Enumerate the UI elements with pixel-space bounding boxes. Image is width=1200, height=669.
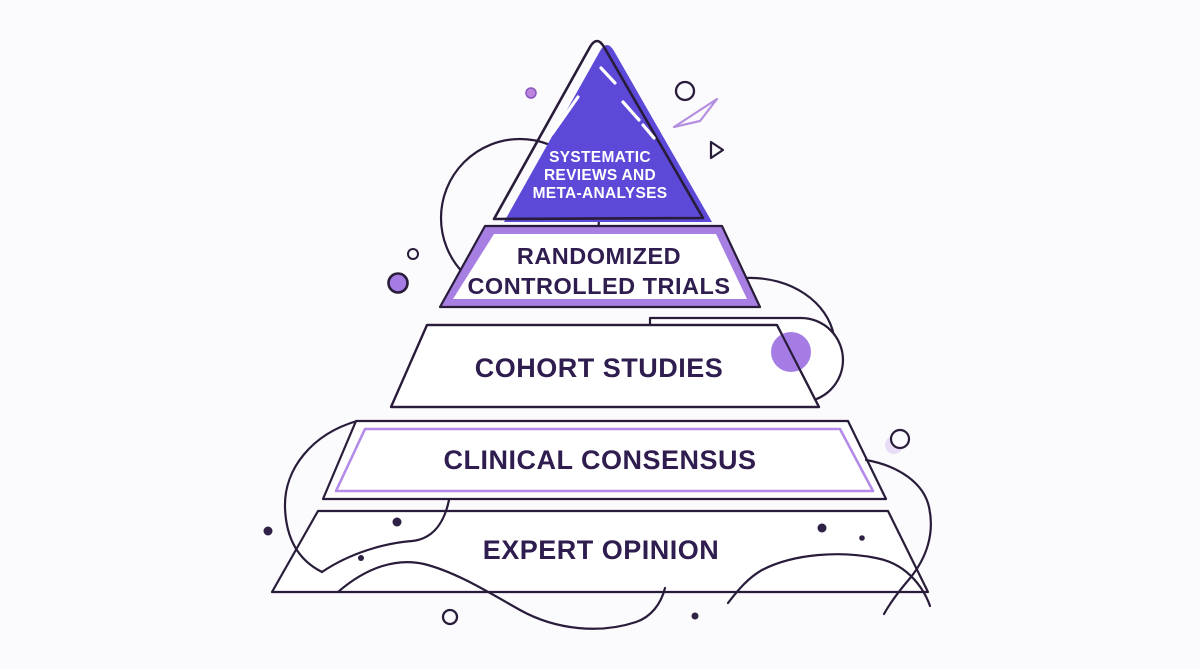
label-clinical-consensus: CLINICAL CONSENSUS <box>443 445 756 475</box>
tier-systematic-reviews-fill <box>504 45 712 222</box>
wavy-line-icon <box>336 561 667 630</box>
dark-dot-icon <box>263 526 273 536</box>
tier-clinical-consensus <box>321 419 888 501</box>
label-expert-opinion: EXPERT OPINION <box>483 535 720 565</box>
tier-expert-opinion <box>270 509 930 594</box>
dark-dot-icon <box>392 517 402 527</box>
dark-dot-icon <box>859 535 865 541</box>
outlined-circle-icon <box>407 248 419 260</box>
outlined-circle-icon <box>889 428 911 450</box>
dark-dot-icon <box>691 612 699 620</box>
dark-dot-icon <box>358 555 364 561</box>
wavy-line-icon <box>726 553 932 608</box>
right-blob-curve-icon <box>864 458 932 616</box>
dark-play-triangle-icon <box>709 140 725 160</box>
left-arc-curve-icon <box>283 419 359 574</box>
lavender-triangle-icon <box>672 97 719 129</box>
wavy-line-icon <box>320 498 451 574</box>
dark-dot-icon <box>817 523 827 533</box>
tier-clinical-consensus-inner-border <box>334 427 875 493</box>
label-systematic-line3: META-ANALYSES <box>533 185 668 202</box>
apex-white-dash-icon <box>621 100 641 122</box>
tier-cohort-studies-outline <box>389 323 821 409</box>
label-cohort-studies: COHORT STUDIES <box>475 353 724 383</box>
tier-systematic-reviews-outline <box>492 39 705 221</box>
label-rct-line1: RANDOMIZED <box>517 243 681 269</box>
apex-white-dash-icon <box>599 66 617 85</box>
tier-rct-inner <box>453 234 747 299</box>
purple-circle-icon <box>387 272 409 294</box>
label-systematic-line2: REVIEWS AND <box>544 167 656 184</box>
label-systematic-line1: SYSTEMATIC <box>549 149 651 166</box>
outlined-circle-icon <box>441 608 459 626</box>
mauve-dot-icon <box>525 87 537 99</box>
label-rct-line2: CONTROLLED TRIALS <box>467 273 730 299</box>
outlined-circle-icon <box>674 80 696 102</box>
apex-white-dash-icon <box>641 123 656 140</box>
apex-white-dash-icon <box>550 95 580 136</box>
